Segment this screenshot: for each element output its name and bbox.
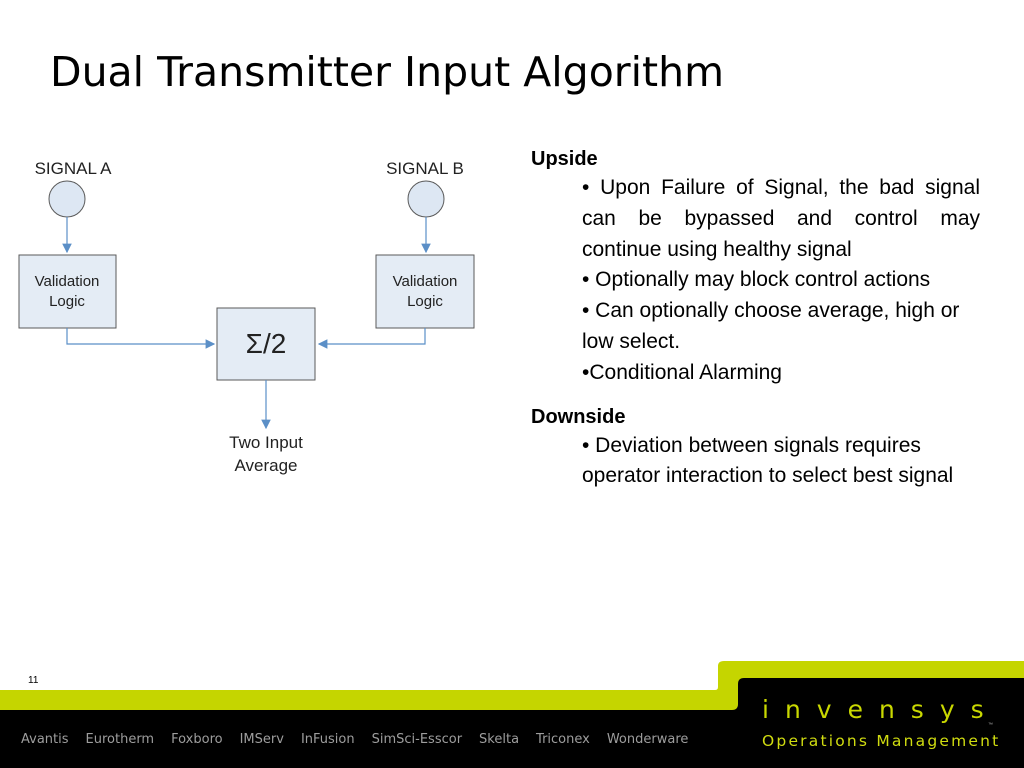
slide-title: Dual Transmitter Input Algorithm: [50, 48, 725, 96]
upside-item: • Can optionally choose average, high or…: [582, 299, 960, 353]
signal-b-circle: [407, 180, 445, 218]
arrow-validation-a-to-sum: [66, 328, 216, 349]
validation-logic-b-line2: Logic: [407, 293, 443, 310]
pros-cons-panel: Upside • Upon Failure of Signal, the bad…: [531, 145, 980, 506]
output-label-line1: Two Input: [229, 433, 303, 452]
upside-item: • Optionally may block control actions: [582, 268, 931, 292]
average-block: [216, 307, 316, 381]
arrow-validation-b-to-sum: [317, 328, 426, 349]
validation-logic-a-box: [18, 254, 117, 329]
downside-list: • Deviation between signals requires ope…: [582, 431, 980, 493]
brand-name: Triconex: [536, 732, 590, 747]
footer-black-band: [0, 678, 1024, 768]
invensys-logo: invensys ™ Operations Management: [762, 690, 1012, 750]
upside-heading: Upside: [531, 148, 598, 170]
brand-name: Wonderware: [606, 732, 689, 747]
brand-name: InFusion: [300, 732, 355, 747]
brand-name: Avantis: [21, 732, 69, 747]
output-label-line2: Average: [234, 456, 297, 475]
upside-item: • Upon Failure of Signal, the bad signal…: [582, 176, 980, 261]
brand-name: SimSci-Esscor: [371, 732, 463, 747]
validation-logic-a-line1: Validation: [35, 273, 100, 290]
signal-b-label: SIGNAL B: [386, 159, 464, 178]
logo-wordmark: invensys: [762, 695, 1000, 724]
upside-item: •Conditional Alarming: [582, 360, 782, 384]
downside-heading: Downside: [531, 405, 626, 428]
logo-subtitle: Operations Management: [762, 732, 1001, 750]
validation-logic-b-line1: Validation: [393, 273, 458, 290]
brand-name: Foxboro: [171, 732, 223, 747]
validation-logic-a-line2: Logic: [49, 293, 85, 310]
trademark-mark: ™: [988, 722, 993, 728]
brand-name: Eurotherm: [85, 732, 155, 747]
flow-diagram: SIGNAL A Validation Logic SIGNAL B Valid…: [18, 159, 475, 475]
brand-list: Avantis Eurotherm Foxboro IMServ InFusio…: [21, 732, 688, 747]
signal-a-circle: [48, 180, 86, 218]
footer-band: [0, 661, 1024, 768]
signal-a-label: SIGNAL A: [35, 159, 113, 178]
page-number: 11: [28, 675, 39, 686]
validation-logic-b-box: [375, 254, 475, 329]
brand-name: IMServ: [239, 732, 284, 747]
average-block-label: Σ/2: [246, 328, 287, 359]
brand-name: Skelta: [479, 732, 520, 747]
downside-item: • Deviation between signals requires ope…: [582, 433, 954, 488]
upside-list: • Upon Failure of Signal, the bad signal…: [582, 173, 980, 389]
